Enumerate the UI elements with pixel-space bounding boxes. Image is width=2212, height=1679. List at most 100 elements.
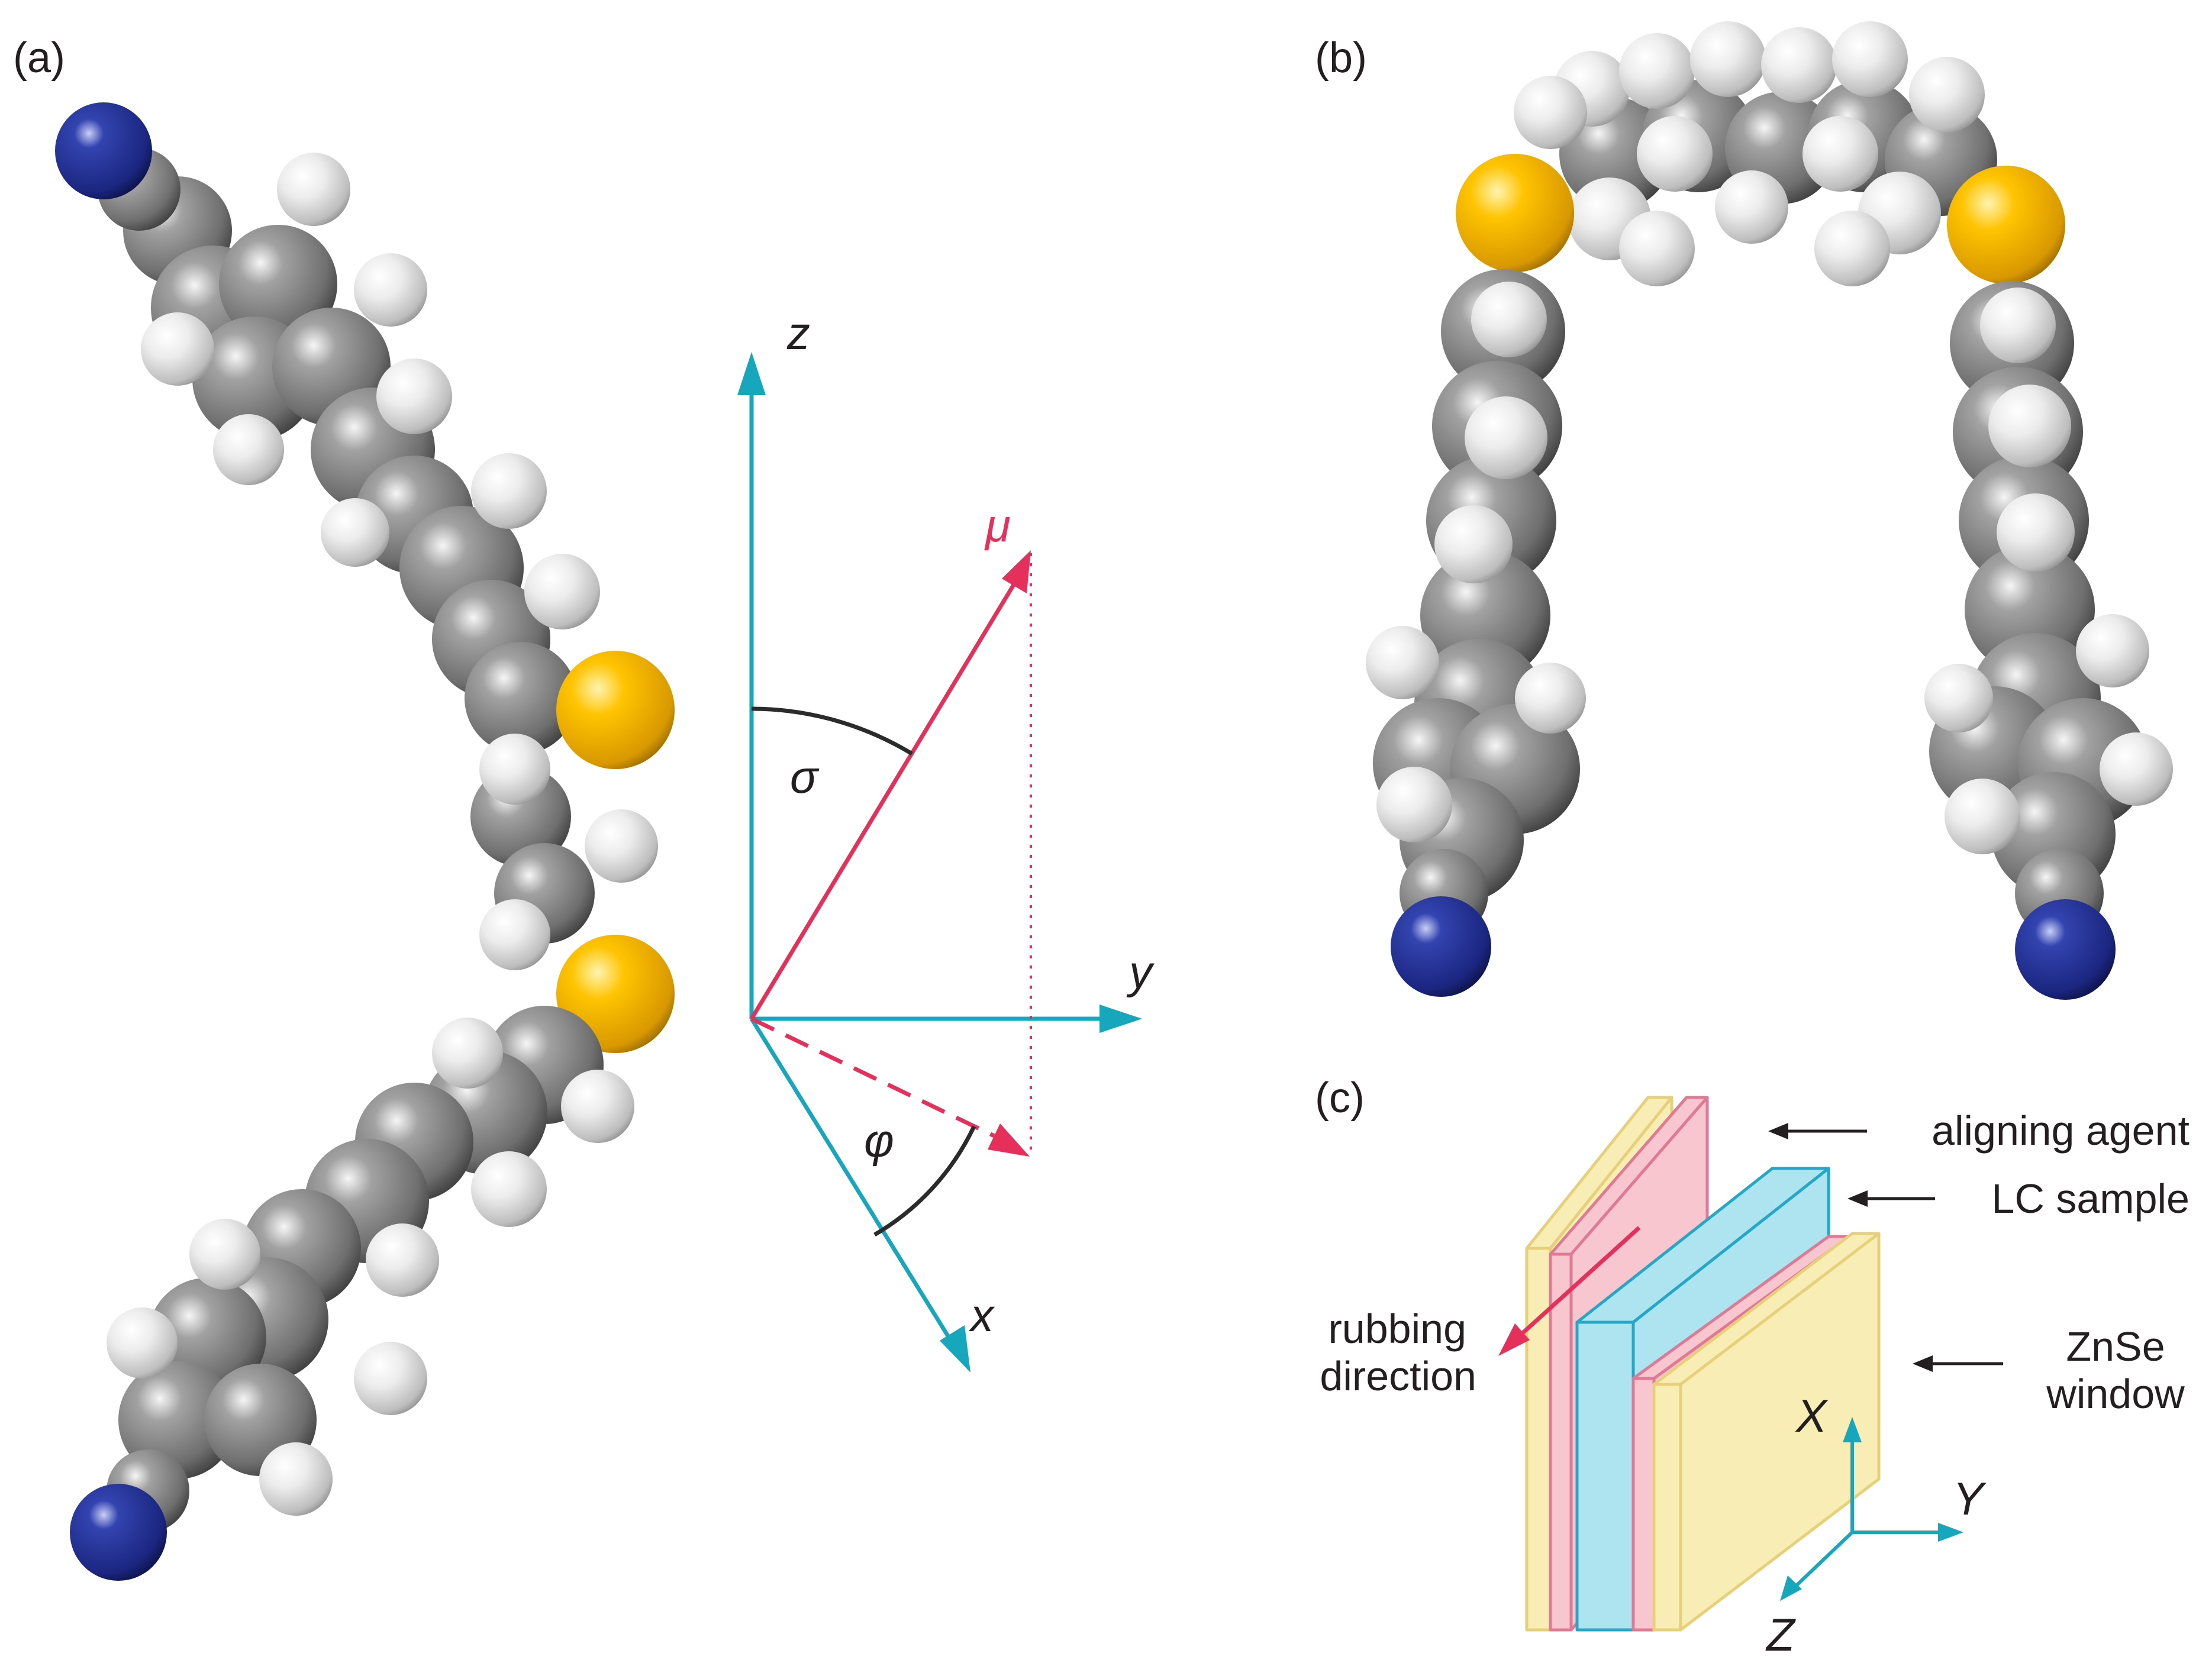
hydrogen-atom — [1514, 76, 1587, 149]
hydrogen-atom — [1814, 211, 1890, 286]
rubbing-direction-label-line1: rubbing — [1328, 1306, 1466, 1352]
Y-axis-label: Y — [1953, 1473, 1987, 1525]
mu-vector — [750, 582, 1017, 1020]
hydrogen-atom — [1366, 626, 1439, 699]
cell-stack — [1525, 1096, 1881, 1632]
carbon-atom — [465, 642, 577, 754]
X-axis-arrowhead — [1843, 1417, 1862, 1442]
hydrogen-atom — [1924, 664, 1993, 732]
hydrogen-atom — [1376, 767, 1452, 842]
Y-axis-arrowhead — [1938, 1523, 1963, 1542]
panel-b: (b) — [1315, 21, 2173, 1000]
phi-angle-arc — [873, 1125, 976, 1237]
x-axis-arrowhead — [940, 1325, 970, 1373]
hydrogen-atom — [213, 414, 284, 485]
hydrogen-atom — [107, 1307, 178, 1378]
Z-axis — [1788, 1531, 1854, 1593]
y-axis-arrowhead — [1099, 1005, 1142, 1033]
mu-vector-label: μ — [984, 499, 1011, 551]
hydrogen-atom — [1832, 21, 1908, 97]
molecule-b-left-arm — [1366, 269, 1586, 997]
znse-window-label-line1: ZnSe — [2066, 1323, 2165, 1370]
x-axis — [750, 1018, 953, 1343]
hydrogen-atom — [1619, 33, 1695, 109]
nitrogen-atom — [55, 102, 152, 199]
Z-axis-label: Z — [1765, 1609, 1796, 1661]
z-axis-label: z — [786, 307, 810, 359]
hydrogen-atom — [354, 1342, 427, 1415]
sigma-angle-label: σ — [790, 751, 820, 803]
hydrogen-atom — [1803, 116, 1878, 192]
hydrogen-atom — [366, 1223, 439, 1297]
coordinate-system-a: z y x μ σ φ — [737, 307, 1155, 1373]
nitrogen-atom — [2015, 899, 2116, 1000]
hydrogen-atom — [1465, 396, 1547, 479]
hydrogen-atom — [1988, 385, 2071, 467]
hydrogen-atom — [1619, 211, 1695, 286]
mu-projection-arrowhead — [988, 1123, 1030, 1157]
hydrogen-atom — [1945, 779, 2020, 854]
hydrogen-atom — [524, 554, 600, 629]
rubbing-direction-label-line2: direction — [1320, 1353, 1476, 1399]
hydrogen-atom — [376, 359, 452, 434]
hydrogen-atom — [1637, 116, 1713, 192]
hydrogen-atom — [1434, 505, 1513, 583]
hydrogen-atom — [479, 734, 550, 805]
phi-angle-label: φ — [864, 1115, 894, 1167]
hydrogen-atom — [585, 809, 658, 883]
sigma-angle-arc — [751, 706, 913, 755]
znse-window-pointer-head — [1913, 1355, 1933, 1372]
panel-c: (c) — [1315, 1074, 2190, 1661]
rubbing-direction-arrowhead — [1498, 1323, 1530, 1356]
hydrogen-atom — [1980, 288, 2056, 363]
nitrogen-atom — [1391, 896, 1491, 997]
hydrogen-atom — [1690, 21, 1766, 97]
molecule-b-spacer — [1456, 21, 2065, 286]
hydrogen-atom — [1471, 282, 1547, 357]
panel-b-label: (b) — [1315, 34, 1367, 82]
panel-a-label: (a) — [13, 34, 65, 82]
panel-a: (a) — [13, 34, 1155, 1581]
lc-sample-pointer-head — [1847, 1190, 1868, 1207]
x-axis-label: x — [968, 1289, 995, 1341]
hydrogen-atom — [1997, 493, 2075, 571]
mu-projection-line — [750, 1016, 995, 1138]
sulfur-atom — [1456, 154, 1574, 272]
molecule-a-lower-arm — [70, 1006, 634, 1581]
hydrogen-atom — [1515, 663, 1586, 734]
hydrogen-atom — [277, 153, 350, 226]
hydrogen-atom — [1715, 170, 1788, 244]
hydrogen-atom — [321, 498, 389, 567]
lab-axes: X Y Z — [1765, 1390, 1987, 1661]
sulfur-atom — [1947, 166, 2065, 284]
hydrogen-atom — [354, 253, 427, 327]
hydrogen-atom — [2076, 614, 2149, 687]
nitrogen-atom — [70, 1484, 167, 1581]
hydrogen-atom — [561, 1070, 634, 1143]
hydrogen-atom — [432, 1018, 503, 1089]
Z-axis-arrowhead — [1780, 1575, 1802, 1601]
hydrogen-atom — [141, 312, 214, 386]
lc-sample-label: LC sample — [1991, 1176, 2190, 1222]
znse-window-front — [1652, 1232, 1881, 1632]
aligning-agent-label: aligning agent — [1932, 1108, 2190, 1154]
hydrogen-atom — [471, 1151, 547, 1227]
mu-vector-arrowhead — [1002, 550, 1031, 593]
panel-c-label: (c) — [1315, 1074, 1365, 1122]
aligning-agent-pointer-head — [1768, 1123, 1788, 1139]
hydrogen-atom — [1761, 27, 1837, 103]
sulfur-atom — [556, 651, 675, 769]
hydrogen-atom — [471, 453, 547, 529]
hydrogen-atom — [259, 1442, 333, 1516]
znse-window-label-line2: window — [2046, 1371, 2185, 1417]
hydrogen-atom — [479, 899, 550, 970]
X-axis-label: X — [1795, 1390, 1829, 1442]
hydrogen-atom — [2100, 732, 2173, 806]
molecule-b-right-arm — [1924, 281, 2173, 1000]
hydrogen-atom — [1909, 57, 1985, 133]
rubbing-direction-arrow — [1513, 1226, 1641, 1342]
hydrogen-atom — [189, 1219, 260, 1290]
molecule-a-upper-arm — [55, 102, 600, 754]
z-axis-arrowhead — [737, 352, 766, 395]
